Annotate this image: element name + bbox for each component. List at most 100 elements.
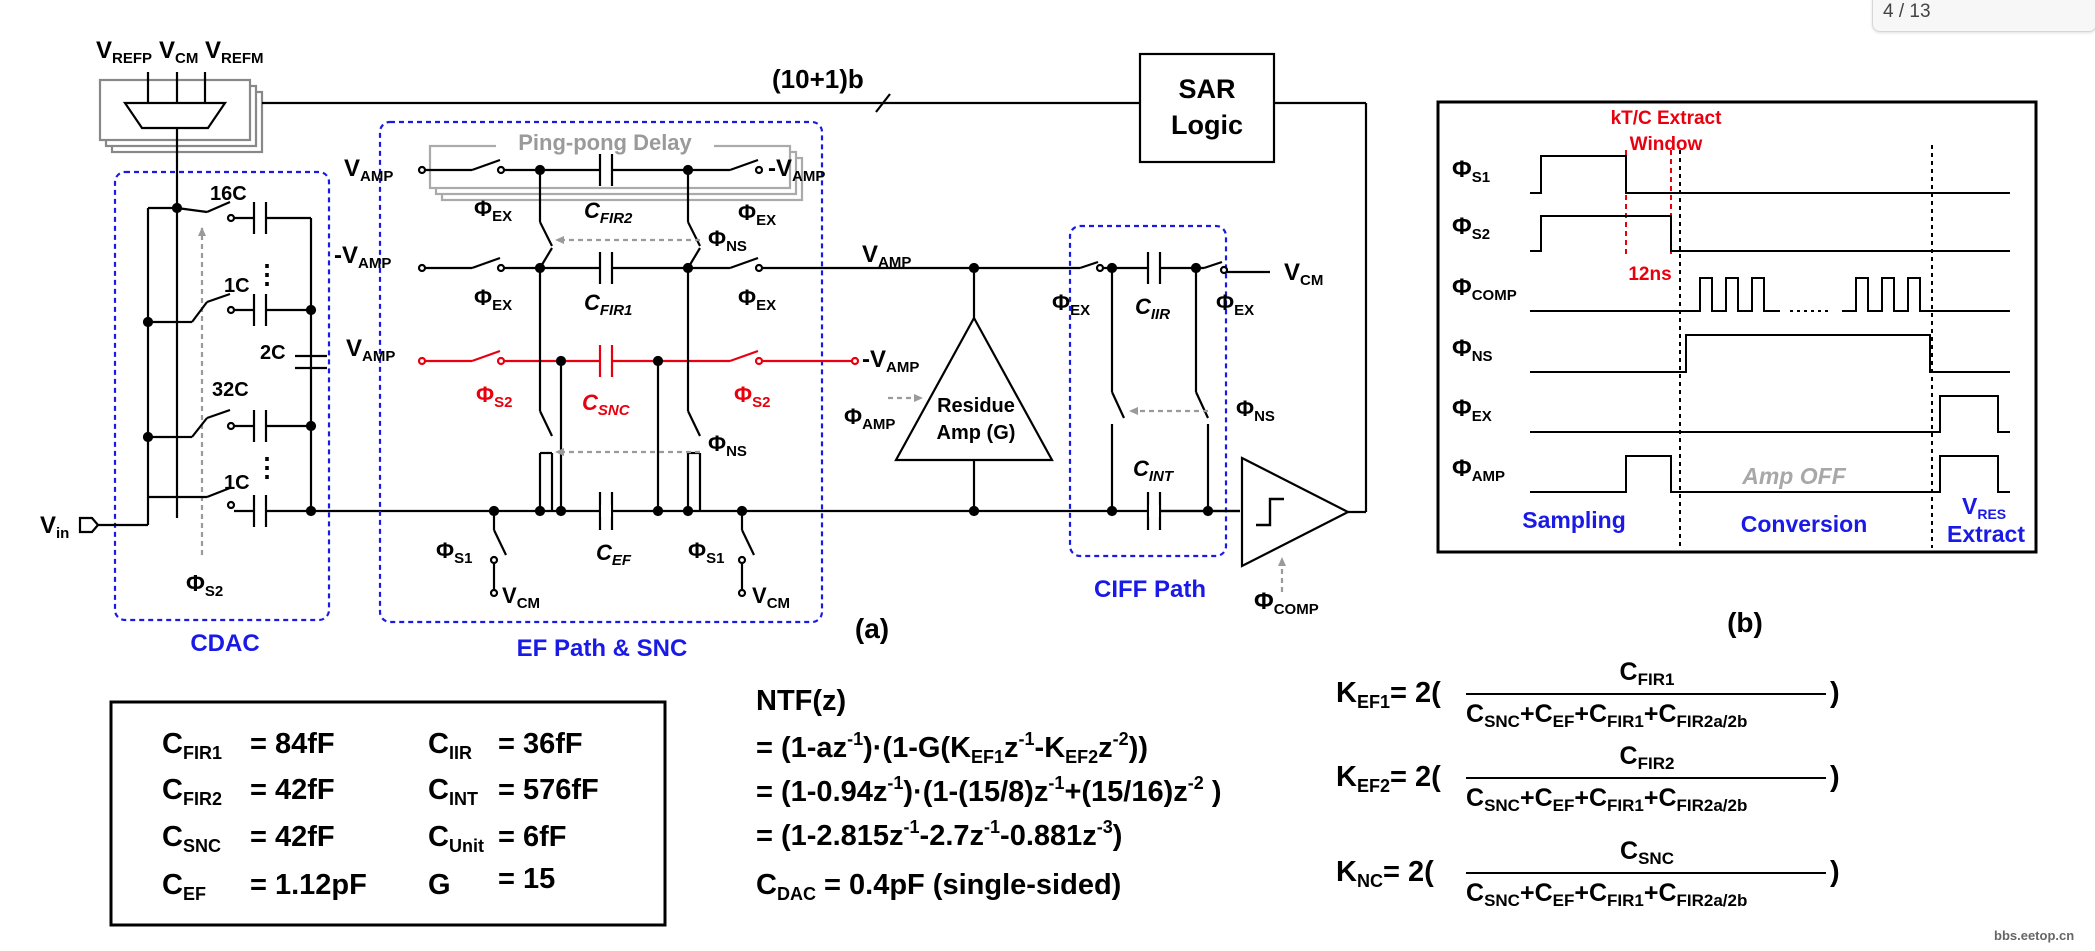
k-ef1-numerator: CFIR1 <box>1620 658 1675 689</box>
cdac-cap-rows <box>148 200 311 527</box>
schematic: VREFP VCM VREFM (10+1)b SAR Logic CDAC <box>40 37 1368 662</box>
ef-phi-ex-4: ΦEX <box>738 285 776 314</box>
param-table-frame <box>109 700 667 927</box>
ntf-equations: NTF(z) = (1-az-1)·(1-G(KEF1z-1-KEF2z-2))… <box>756 685 1222 904</box>
amp-off-label: Amp OFF <box>1741 463 1846 489</box>
ef-phi-s2-left: ΦS2 <box>476 382 512 411</box>
ef-phi-ex-3: ΦEX <box>474 285 512 314</box>
delay-label-12ns: 12ns <box>1628 264 1671 285</box>
vin-label: Vin <box>40 512 69 542</box>
ef-phi-s1-left: ΦS1 <box>436 538 472 567</box>
ef-vamp-top: VAMP <box>344 155 393 185</box>
ciff-phi-ns: ΦNS <box>1236 396 1275 425</box>
k-nc-denominator: CSNC+CEF+CFIR1+CFIR2a/2b <box>1466 879 1747 910</box>
phi-amp-label: ΦAMP <box>844 404 895 433</box>
param-row-2-left: CFIR2= 42fF <box>162 774 335 809</box>
vin-port <box>78 516 100 534</box>
phase-sampling: Sampling <box>1522 507 1626 533</box>
k-ef2-lhs: KEF2= 2( <box>1336 761 1441 796</box>
ktc-window-line1: kT/C Extract <box>1611 108 1723 129</box>
ef-path-group-box <box>378 120 824 624</box>
ref-label-vrefm: VREFM <box>205 37 264 67</box>
timing-diagram: (b) kT/C Extract Window 12ns ΦS1 ΦS2 ΦCO… <box>1436 100 2038 638</box>
ciff-phi-ex-right: ΦEX <box>1216 290 1254 319</box>
cdac-group-box <box>113 170 331 622</box>
sar-logic-line1: SAR <box>1178 74 1235 104</box>
param-row-4-left: CEF= 1.12pF <box>162 869 367 904</box>
ef-phi-ns-2: ΦNS <box>708 431 747 460</box>
ntf-title: NTF(z) <box>756 685 846 717</box>
ref-label-vrefp: VREFP <box>96 37 152 67</box>
ntf-line-1: = (1-az-1)·(1-G(KEF1z-1-KEF2z-2)) <box>756 729 1148 767</box>
cdac-value: CDAC = 0.4pF (single-sided) <box>756 869 1121 904</box>
ef-c-snc: CSNC <box>582 390 631 419</box>
cdac-phi-s2: ΦS2 <box>186 570 223 600</box>
page-indicator: 4 / 13 <box>1883 1 1931 22</box>
cdac-title: CDAC <box>190 630 259 657</box>
ktc-window-line2: Window <box>1630 134 1703 155</box>
param-row-3-right: CUnit= 6fF <box>428 821 567 856</box>
page-indicator-chip[interactable]: 4 / 13 <box>1872 0 2095 32</box>
k-nc-lhs: KNC= 2( <box>1336 856 1434 891</box>
param-row-3-left: CSNC= 42fF <box>162 821 335 856</box>
k-ef2-numerator: CFIR2 <box>1620 742 1675 773</box>
ef-path-title: EF Path & SNC <box>517 635 688 662</box>
ef-phi-ex-2: ΦEX <box>738 200 776 229</box>
k-ef1-lhs: KEF1= 2( <box>1336 677 1441 712</box>
signal-label-phi-ns: ΦNS <box>1452 335 1493 365</box>
ef-neg-vamp-red-right: -VAMP <box>862 346 919 376</box>
waveform-phi-comp <box>1530 277 1780 312</box>
phase-vres: VRES <box>1962 493 2006 522</box>
k-nc-numerator: CSNC <box>1620 837 1674 868</box>
k-ef2-denominator: CSNC+CEF+CFIR1+CFIR2a/2b <box>1466 784 1747 815</box>
param-row-4-right: G= 15 <box>428 863 555 901</box>
reference-mux <box>98 72 264 518</box>
ef-vcm-left: VCM <box>502 583 540 612</box>
waveform-phi-s1 <box>1530 155 2010 194</box>
k-ef1-denominator: CSNC+CEF+CFIR1+CFIR2a/2b <box>1466 700 1747 731</box>
ciff-title: CIFF Path <box>1094 576 1206 603</box>
schematic-caption: (a) <box>855 613 889 644</box>
bus-width-label: (10+1)b <box>772 64 864 94</box>
ef-c-fir1: CFIR1 <box>584 290 632 319</box>
ciff-vcm: VCM <box>1284 259 1323 289</box>
param-table: CFIR1= 84fF CIIR= 36fF CFIR2= 42fF CINT=… <box>109 700 667 927</box>
param-row-1-left: CFIR1= 84fF <box>162 728 335 763</box>
cdac-cap-1c-top: 1C <box>224 275 250 297</box>
signal-label-phi-amp: ΦAMP <box>1452 455 1505 485</box>
k-ef1-close: ) <box>1830 677 1840 709</box>
ef-neg-vamp-top: -VAMP <box>768 155 825 185</box>
ciff-c-int: CINT <box>1133 456 1175 485</box>
ref-label-vcm: VCM <box>159 37 198 67</box>
cdac-cap-2c: 2C <box>260 342 286 364</box>
cdac-dots-top: ⋮ <box>254 259 280 289</box>
ciff-phi-ex-left: ΦEX <box>1052 290 1090 319</box>
comparator-phi-comp: ΦCOMP <box>1254 588 1319 618</box>
sar-logic-block <box>1138 52 1276 164</box>
vamp-wire-label: VAMP <box>862 241 911 271</box>
waveform-phi-amp <box>1530 455 2010 493</box>
waveform-phi-ns <box>1530 334 2010 373</box>
phase-conversion: Conversion <box>1741 511 1868 537</box>
cdac-dots-bot: ⋮ <box>254 452 280 482</box>
waveform-phi-ex <box>1530 395 2010 433</box>
sar-logic-line2: Logic <box>1171 110 1243 140</box>
ciff-c-iir: CIIR <box>1135 294 1170 323</box>
comparator-symbol <box>1240 456 1351 568</box>
param-row-1-right: CIIR= 36fF <box>428 728 583 763</box>
ef-phi-s1-right: ΦS1 <box>688 538 724 567</box>
signal-label-phi-s1: ΦS1 <box>1452 156 1490 186</box>
coefficients: KEF1= 2( CFIR1 CSNC+CEF+CFIR1+CFIR2a/2b … <box>1336 658 1840 910</box>
cdac-cap-1c-bot: 1C <box>224 472 250 494</box>
watermark: bbs.eetop.cn <box>1994 928 2075 943</box>
ef-phi-s2-right: ΦS2 <box>734 382 770 411</box>
ef-c-ef: CEF <box>596 540 632 569</box>
signal-label-phi-s2: ΦS2 <box>1452 213 1490 243</box>
phase-extract: Extract <box>1947 521 2025 547</box>
cdac-cap-32c: 32C <box>212 379 249 401</box>
cdac-cap-16c: 16C <box>210 183 247 205</box>
ntf-line-3: = (1-2.815z-1-2.7z-1-0.881z-3) <box>756 817 1122 852</box>
ef-phi-ns-1: ΦNS <box>708 226 747 255</box>
signal-label-phi-ex: ΦEX <box>1452 395 1492 425</box>
